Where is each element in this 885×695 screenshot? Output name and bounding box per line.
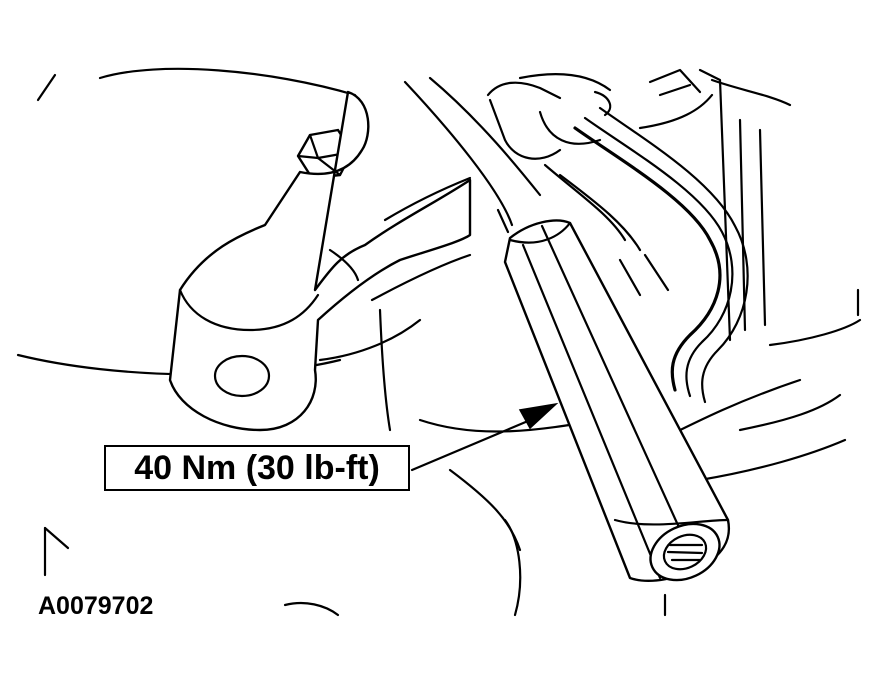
- leader-arrow: [410, 402, 559, 472]
- fuel-lines: [543, 106, 749, 404]
- torque-callout: 40 Nm (30 lb-ft): [104, 445, 410, 491]
- view-mark: [43, 526, 70, 577]
- housing-outline: [16, 67, 862, 617]
- socket-tool: [496, 208, 731, 582]
- figure-id-label: A0079702: [38, 592, 154, 620]
- mounting-bracket: [168, 90, 472, 432]
- upper-bracket: [486, 68, 792, 342]
